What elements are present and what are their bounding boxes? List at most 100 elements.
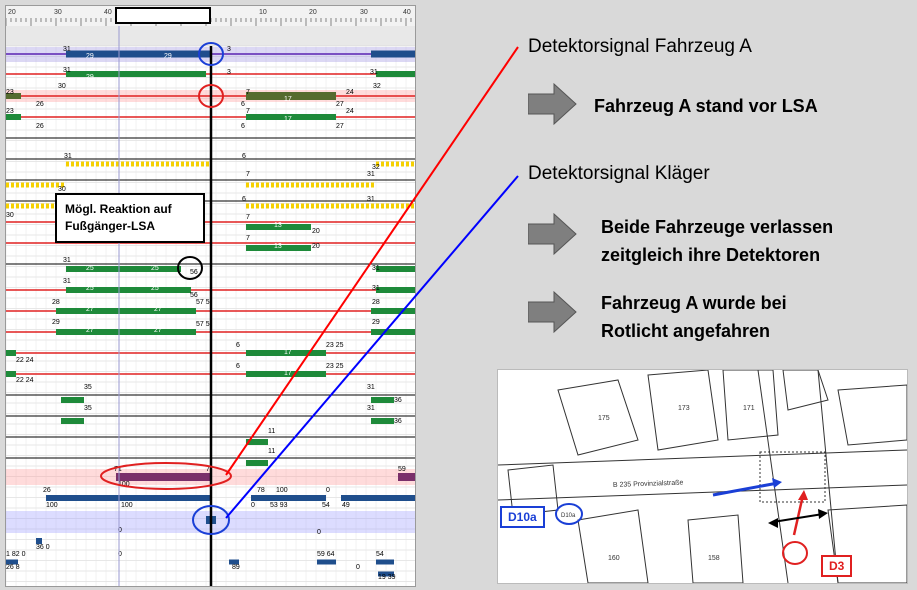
signal-bar <box>376 559 394 565</box>
signal-bar <box>271 203 274 209</box>
signal-bar <box>51 182 54 188</box>
signal-k-label: Detektorsignal Kläger <box>528 163 710 184</box>
row-label: 78 <box>257 487 265 494</box>
row-label: 100 <box>276 487 288 494</box>
house-number: 158 <box>708 555 720 562</box>
signal-bar <box>171 161 174 167</box>
row-label: 30 <box>58 186 66 193</box>
ruler-highlight-box <box>115 7 211 24</box>
signal-bar <box>251 182 254 188</box>
signal-bar <box>331 182 334 188</box>
signal-bar <box>266 203 269 209</box>
signal-bar <box>316 182 319 188</box>
row-label: 6 <box>236 342 240 349</box>
row-label: 0 <box>118 527 122 534</box>
signal-bar <box>336 182 339 188</box>
signal-bar <box>206 161 209 167</box>
row-label: 28 <box>52 299 60 306</box>
row-label: 29 <box>86 74 94 81</box>
signal-bar <box>261 203 264 209</box>
signal-bar <box>371 203 374 209</box>
signal-bar <box>331 203 334 209</box>
row-label: 31 <box>372 265 380 272</box>
label-d3: D3 <box>821 555 853 577</box>
signal-bar <box>101 161 104 167</box>
signal-bar <box>371 329 415 335</box>
signal-bar <box>31 203 34 209</box>
row-label: 7 <box>246 235 250 242</box>
label-d10a: D10a <box>500 506 545 528</box>
red-light-text: Fahrzeug A wurde bei Rotlicht angefahren <box>601 289 787 345</box>
signal-bar <box>166 161 169 167</box>
signal-bar <box>376 287 415 293</box>
detector-d10a-circle <box>555 503 583 525</box>
double-arrow <box>772 513 824 523</box>
map-drawing: 175 173 171 160 158 B 235 Provinzialstra… <box>498 370 907 583</box>
signal-bar <box>391 203 394 209</box>
signal-bar <box>6 350 16 356</box>
signal-bar <box>66 287 191 293</box>
row-label: 0 <box>251 502 255 509</box>
row-label: 57 5 <box>196 299 210 306</box>
signal-bar <box>106 161 109 167</box>
signal-bar <box>66 71 206 77</box>
signal-bar <box>371 182 374 188</box>
signal-bar <box>321 203 324 209</box>
signal-bar <box>56 182 59 188</box>
arrow-icon <box>528 290 577 334</box>
signal-bar <box>256 182 259 188</box>
ruler-label: 30 <box>360 9 368 16</box>
row-label: 17 <box>284 370 292 377</box>
signal-bar <box>116 473 211 481</box>
signal-bar <box>366 182 369 188</box>
row-label: 56 <box>190 292 198 299</box>
signal-bar <box>281 182 284 188</box>
row-label: 31 <box>64 153 72 160</box>
row-label: 7 <box>246 89 250 96</box>
row-label: 0 <box>326 487 330 494</box>
signal-bar <box>96 161 99 167</box>
row-label: 57 5 <box>196 321 210 328</box>
ruler-band <box>6 26 415 46</box>
signal-bar <box>51 203 54 209</box>
house-number: 173 <box>678 405 690 412</box>
detector-small-label: D10a <box>561 513 576 519</box>
signal-bar <box>161 161 164 167</box>
row-label: 31 <box>367 405 375 412</box>
red-vehicle-arrow <box>792 494 805 536</box>
signal-bar <box>6 559 18 565</box>
signal-bar <box>286 203 289 209</box>
row-label: 31 <box>63 46 71 53</box>
signal-bar <box>36 203 39 209</box>
row-label: 27 <box>86 306 94 313</box>
row-label: 100 <box>121 502 133 509</box>
signal-bar <box>371 397 394 403</box>
signal-bar <box>176 161 179 167</box>
row-label: 27 <box>86 327 94 334</box>
row-label: 36 <box>394 397 402 404</box>
signal-bar <box>361 182 364 188</box>
row-label: 31 <box>372 285 380 292</box>
signal-bar <box>191 161 194 167</box>
row-label: 26 <box>36 101 44 108</box>
signal-bar <box>46 182 49 188</box>
row-label: 22 24 <box>16 357 34 364</box>
signal-bar <box>151 161 154 167</box>
signal-bar <box>266 182 269 188</box>
signal-bar <box>406 203 409 209</box>
signal-bar <box>16 203 19 209</box>
signal-bar <box>301 203 304 209</box>
pedestrian-reaction-note: Mögl. Reaktion auf Fußgänger-LSA <box>55 193 205 243</box>
signal-bar <box>326 203 329 209</box>
arrow-icon <box>528 212 577 256</box>
red-line-2: Rotlicht angefahren <box>601 321 771 341</box>
row-label: 17 <box>284 116 292 123</box>
row-label: 100 <box>118 481 130 488</box>
row-label: 30 <box>6 212 14 219</box>
row-label: 29 <box>52 319 60 326</box>
row-label: 26 <box>36 123 44 130</box>
ruler-label: 20 <box>309 9 317 16</box>
row-label: 7 <box>206 466 210 473</box>
row-label: 23 <box>6 89 14 96</box>
ruler-label: 30 <box>54 9 62 16</box>
